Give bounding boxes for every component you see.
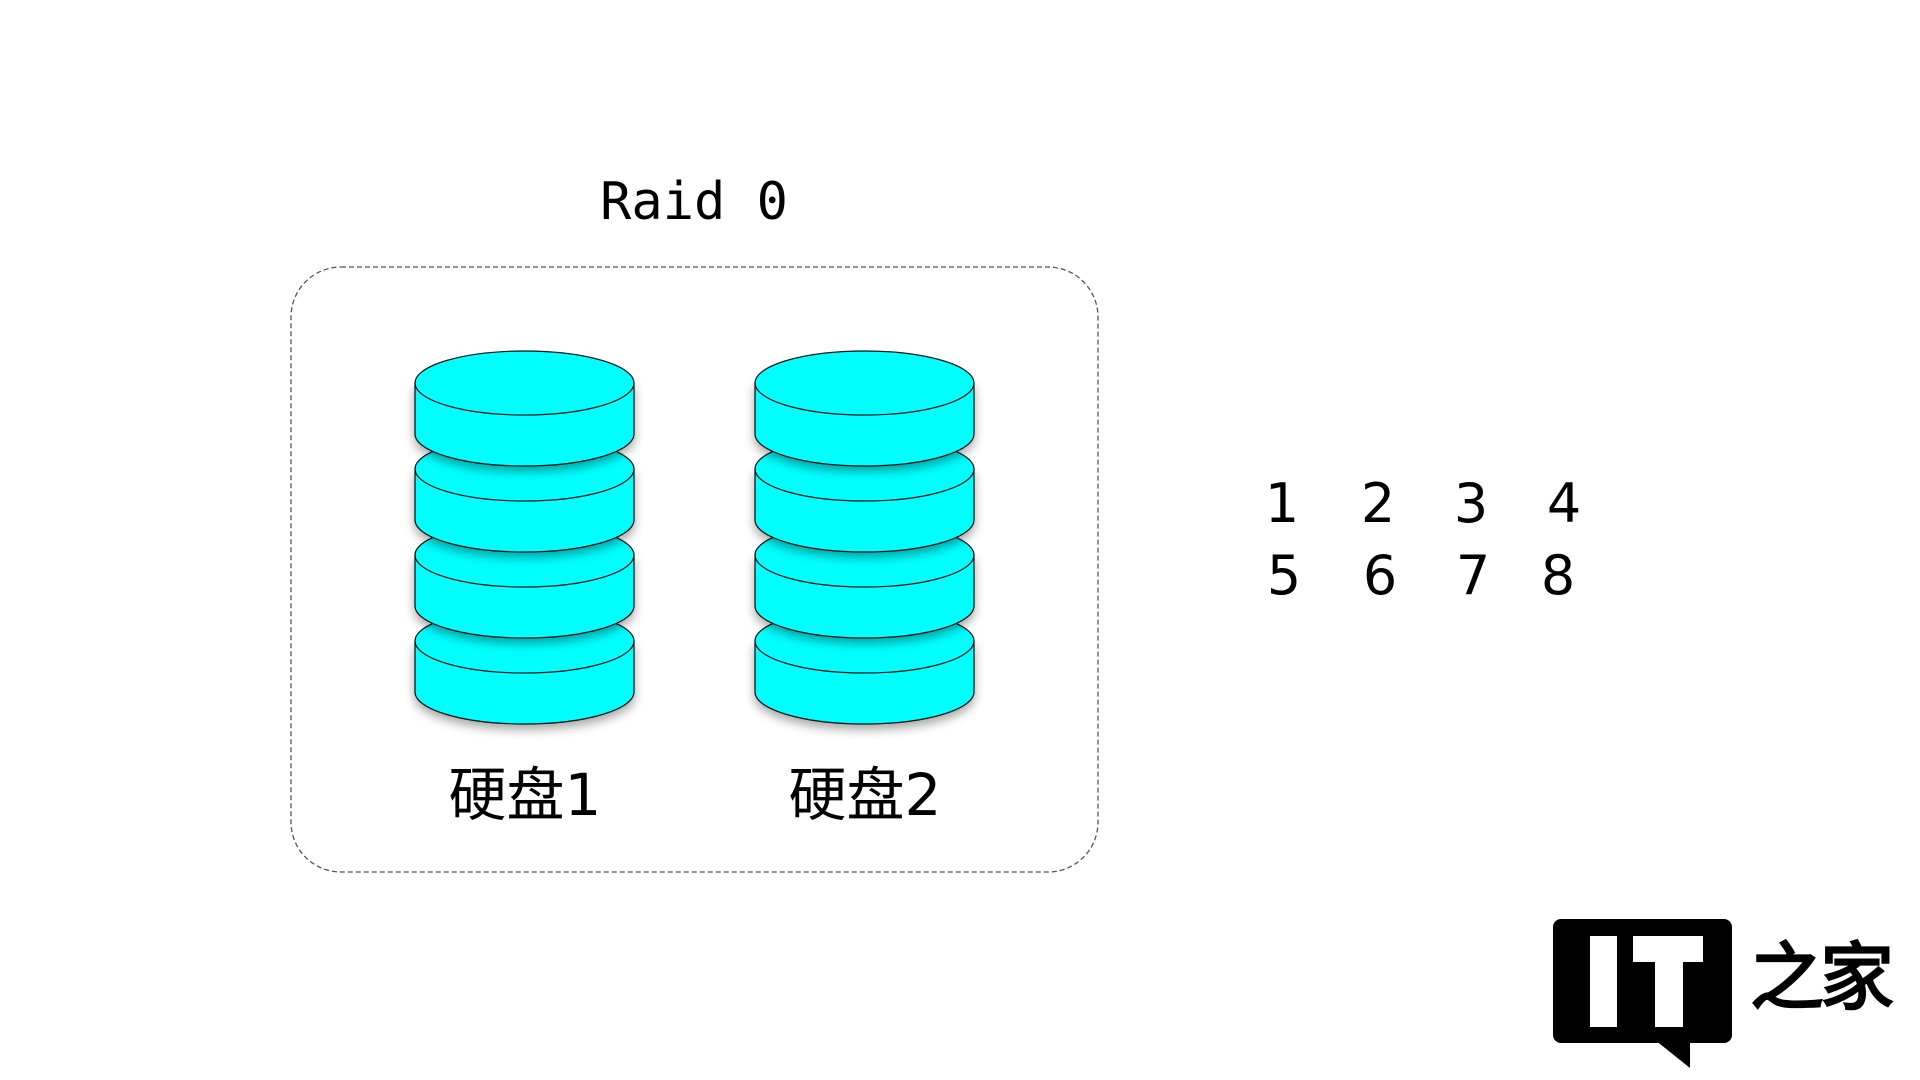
disk-2-label: 硬盘2 bbox=[788, 761, 942, 829]
data-block: 5 bbox=[1266, 544, 1302, 607]
disk-1-label: 硬盘1 bbox=[448, 761, 602, 829]
logo-text: 之家 bbox=[1750, 935, 1894, 1021]
data-block: 1 bbox=[1264, 472, 1300, 535]
data-block: 7 bbox=[1455, 544, 1491, 607]
data-block: 6 bbox=[1362, 544, 1398, 607]
data-block: 3 bbox=[1453, 472, 1489, 535]
disk-2-stack bbox=[754, 350, 975, 725]
it-home-logo bbox=[1553, 919, 1732, 1068]
disk-platter bbox=[754, 350, 975, 467]
data-block: 2 bbox=[1360, 472, 1396, 535]
data-block: 4 bbox=[1546, 472, 1582, 535]
raid-group-box bbox=[290, 266, 1099, 873]
disk-1-stack bbox=[414, 350, 635, 725]
data-block: 8 bbox=[1540, 544, 1576, 607]
diagram-title: Raid 0 bbox=[600, 172, 788, 232]
disk-platter bbox=[414, 350, 635, 467]
